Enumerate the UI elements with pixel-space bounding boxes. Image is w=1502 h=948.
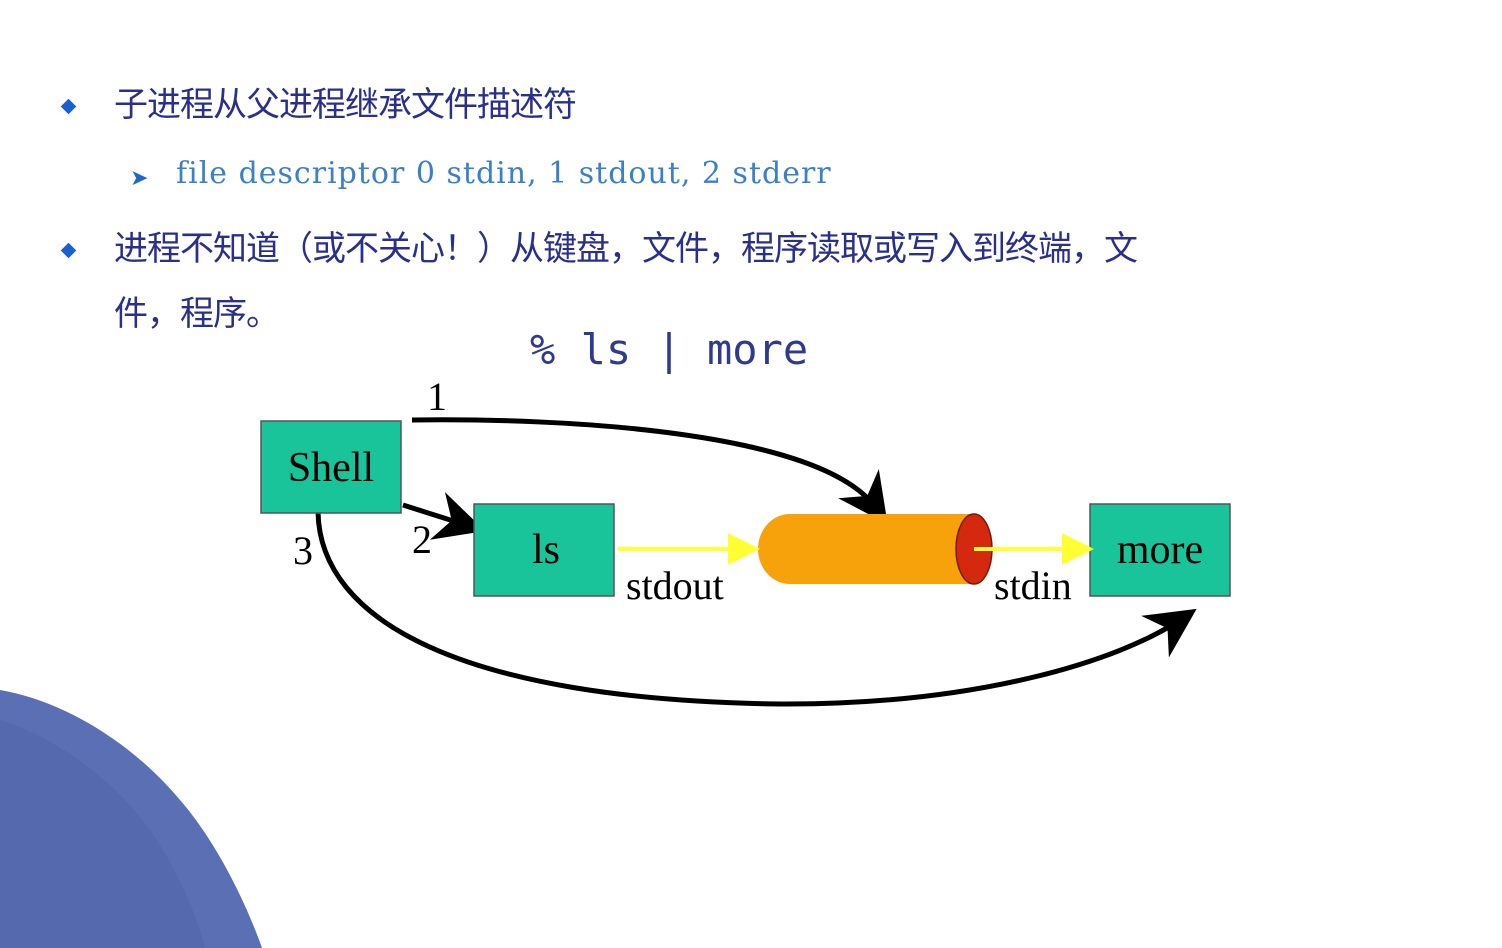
bullet-2-text-line1: 进程不知道（或不关心！）从键盘，文件，程序读取或写入到终端，文	[114, 229, 1138, 269]
fd-arrow-1	[411, 417, 888, 525]
bullet-2-text-line2: 件，程序。	[114, 294, 280, 334]
ls-box: ls	[473, 503, 615, 597]
pipe-cylinder	[758, 513, 993, 585]
shell-box: Shell	[260, 420, 402, 514]
sub-bullet-text: file descriptor 0 stdin, 1 stdout, 2 std…	[176, 156, 832, 191]
arrow-label-2: 2	[412, 517, 432, 562]
fd-arrow-2	[402, 492, 486, 540]
ls-label: ls	[532, 527, 560, 573]
sub-bullet-arrow-icon: ➤	[130, 166, 149, 191]
arrow-label-1: 1	[427, 374, 447, 419]
fd-arrow-3	[315, 511, 1197, 707]
stdout-label: stdout	[626, 563, 724, 608]
pipeline-command: % ls | more	[530, 325, 809, 374]
more-box: more	[1089, 503, 1231, 597]
bullet-1-text: 子进程从父进程继承文件描述符	[114, 85, 577, 125]
arrow-label-3: 3	[293, 528, 313, 573]
shell-label: Shell	[288, 445, 374, 491]
more-label: more	[1117, 527, 1203, 573]
stdin-label: stdin	[994, 563, 1072, 608]
